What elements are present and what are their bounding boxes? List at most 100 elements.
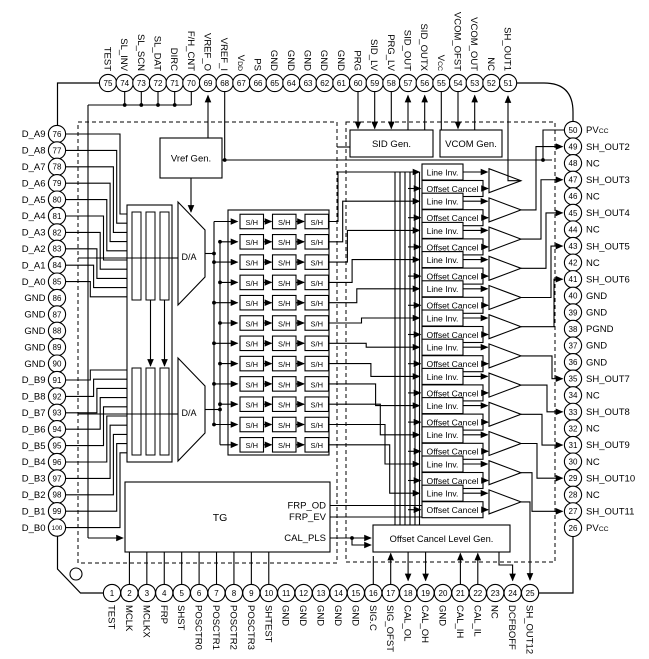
pin-number: 30 bbox=[569, 458, 578, 467]
pin-label: SL_DAT bbox=[152, 36, 163, 71]
pin-number: 27 bbox=[569, 507, 578, 516]
junction-dot bbox=[212, 300, 216, 305]
pin-label: D_A8 bbox=[22, 146, 46, 157]
buffer-amp bbox=[488, 372, 523, 398]
pin-number: 4 bbox=[162, 589, 167, 598]
pin-label: GND bbox=[24, 359, 45, 370]
sh-cell bbox=[304, 416, 330, 433]
dcfboff-wire bbox=[498, 552, 516, 582]
data-b-wire bbox=[65, 433, 127, 496]
pin-label: NC bbox=[485, 57, 496, 71]
pin-label: TEST bbox=[106, 605, 117, 629]
sh-cell-label: S/H bbox=[245, 238, 258, 247]
junction-dot bbox=[212, 260, 216, 264]
pin-label: NC bbox=[586, 225, 600, 236]
junction-dot bbox=[218, 361, 222, 366]
analog-region-right bbox=[345, 121, 556, 563]
sh-cell bbox=[304, 234, 330, 250]
data-a-wire bbox=[65, 199, 127, 252]
pin-number: 91 bbox=[53, 376, 62, 385]
pin-number: 56 bbox=[420, 79, 429, 88]
pin-circle bbox=[47, 518, 67, 537]
vref-gen-block-label: Vref Gen. bbox=[171, 153, 211, 164]
pin-number: 43 bbox=[569, 242, 578, 251]
pin-51 bbox=[498, 73, 518, 93]
pin-label: D_B9 bbox=[22, 375, 46, 386]
pin-number: 47 bbox=[569, 176, 578, 185]
pin-number: 72 bbox=[154, 79, 163, 88]
sh-cell-label: S/H bbox=[245, 279, 258, 288]
pin-number: 17 bbox=[386, 589, 395, 598]
junction-dot bbox=[139, 103, 144, 107]
pin-number: 57 bbox=[404, 79, 413, 88]
sh-cell-label: S/H bbox=[310, 360, 323, 369]
pin-number: 87 bbox=[53, 310, 62, 319]
pin-label: GND bbox=[586, 341, 607, 352]
pin-number: 68 bbox=[220, 79, 229, 88]
sh-to-lineinv-wire bbox=[329, 383, 421, 409]
sh-cell bbox=[304, 355, 330, 372]
pin-label: GND bbox=[586, 357, 607, 368]
sh-cell-label: S/H bbox=[278, 340, 291, 349]
latch-column bbox=[159, 367, 170, 456]
cal-pls-label: CAL_PLS bbox=[284, 533, 326, 544]
sh-cell-label: S/H bbox=[278, 259, 291, 268]
pin-label: PVCC bbox=[586, 125, 609, 136]
sh-cell bbox=[304, 436, 330, 453]
line-inv-block-label: Line Inv. bbox=[427, 167, 459, 177]
pin-label: GND bbox=[318, 50, 329, 71]
pin-label: D_B7 bbox=[22, 408, 46, 419]
junction-dot bbox=[541, 158, 545, 162]
pin-number: 3 bbox=[145, 589, 150, 598]
pin-label: VCOM_OFST bbox=[452, 12, 463, 71]
pin-number: 12 bbox=[299, 589, 308, 598]
sh-cell bbox=[304, 335, 330, 352]
pin-number: 71 bbox=[170, 79, 179, 88]
pin-label: D_A0 bbox=[22, 277, 46, 288]
pin-label: D_A2 bbox=[22, 244, 46, 255]
pin-number: 29 bbox=[569, 474, 578, 483]
pin-number: 45 bbox=[569, 209, 578, 218]
pin-number: 14 bbox=[334, 589, 343, 598]
data-a-wire bbox=[65, 231, 127, 270]
offset-cancel-block-label: Offset Cancel bbox=[427, 272, 479, 282]
latch-column bbox=[131, 211, 142, 301]
pin-label: PRG bbox=[352, 50, 363, 71]
sh-cell-label: S/H bbox=[278, 441, 291, 450]
pin-label: GND bbox=[24, 342, 45, 353]
data-b-wire bbox=[65, 378, 127, 397]
pin-number: 19 bbox=[421, 589, 430, 598]
data-b-wire bbox=[65, 397, 127, 430]
latch-block bbox=[126, 204, 173, 463]
pin-number: 64 bbox=[287, 79, 296, 88]
junction-dot bbox=[212, 422, 216, 427]
pin-label: SID_OUTX bbox=[418, 23, 429, 71]
line-inv-block-label: Line Inv. bbox=[427, 226, 459, 236]
pin-label: SHST bbox=[175, 605, 186, 631]
pin-number: 93 bbox=[53, 409, 62, 418]
pin-number: 34 bbox=[569, 391, 578, 400]
pin-number: 74 bbox=[120, 79, 129, 88]
junction-dot bbox=[218, 321, 222, 325]
wire bbox=[351, 538, 372, 549]
data-b-wire bbox=[65, 406, 127, 447]
wire bbox=[542, 129, 565, 160]
buffer-amp bbox=[488, 401, 523, 428]
pin-label: GND bbox=[302, 50, 313, 71]
sh-cell-label: S/H bbox=[310, 238, 323, 247]
pin-number: 86 bbox=[53, 294, 62, 303]
sh-cell-label: S/H bbox=[278, 279, 291, 288]
junction-dot bbox=[122, 103, 127, 107]
pin-label: D_A1 bbox=[22, 260, 46, 271]
offset-cancel-block-label: Offset Cancel bbox=[427, 184, 479, 194]
data-a-wire bbox=[65, 149, 127, 224]
pin-label: D_A3 bbox=[22, 228, 46, 239]
sh-cell-label: S/H bbox=[278, 360, 291, 369]
pin-number: 61 bbox=[337, 79, 346, 88]
pin-label: GND bbox=[586, 308, 607, 319]
pin-number: 16 bbox=[369, 589, 378, 598]
sh-cell-label: S/H bbox=[310, 259, 323, 268]
pin-number: 22 bbox=[473, 589, 482, 598]
pin-number: 63 bbox=[304, 79, 313, 88]
